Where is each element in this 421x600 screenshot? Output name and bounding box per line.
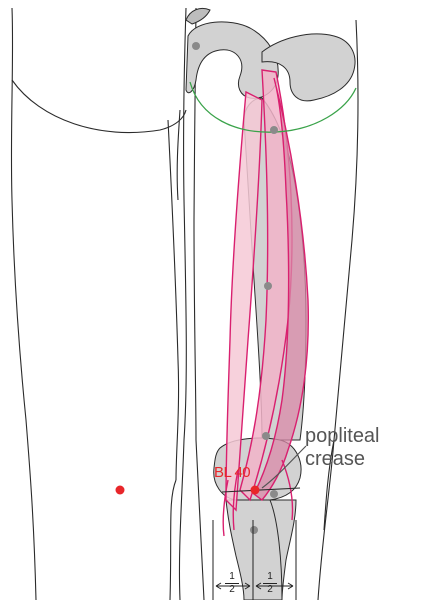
- fraction-numerator: 1: [263, 572, 277, 582]
- landmark-marker: [262, 432, 270, 440]
- landmark-marker: [250, 526, 258, 534]
- measure-fraction-right: 1 2: [263, 572, 277, 595]
- acupoint-label: BL 40: [214, 465, 250, 480]
- acupoint-bl40-marker: [251, 486, 260, 495]
- left-leg-outline: [11, 8, 186, 600]
- landmark-label-line1: popliteal: [305, 426, 380, 446]
- fraction-numerator: 1: [225, 572, 239, 582]
- fraction-denominator: 2: [225, 585, 239, 595]
- landmark-marker: [270, 490, 278, 498]
- landmark-marker: [270, 126, 278, 134]
- fraction-denominator: 2: [263, 585, 277, 595]
- landmark-marker: [192, 42, 200, 50]
- landmark-label-line2: crease: [305, 449, 365, 469]
- landmark-marker: [264, 282, 272, 290]
- measure-fraction-left: 1 2: [225, 572, 239, 595]
- acupoint-left-leg-marker: [116, 486, 125, 495]
